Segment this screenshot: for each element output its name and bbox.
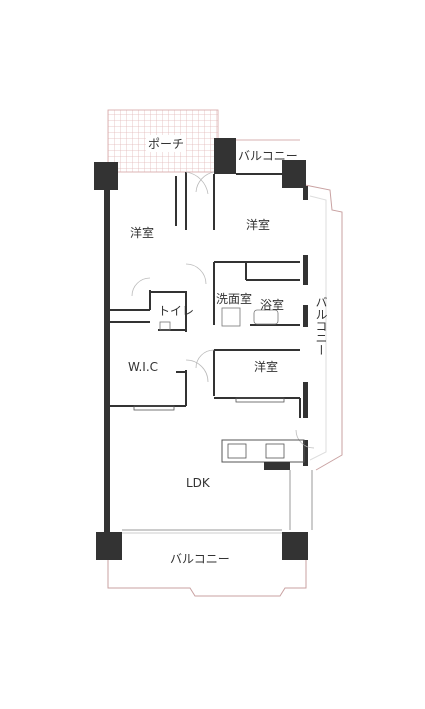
wall-right-segment-2: [303, 255, 308, 285]
balcony-right-inner: [309, 195, 327, 461]
column-top-right: [282, 160, 306, 188]
label-western-room-1: 洋室: [130, 226, 155, 240]
wall-right-segment-3: [303, 305, 308, 327]
bathtub: [253, 309, 279, 325]
label-wic: W.I.C: [128, 360, 159, 374]
label-balcony-top: バルコニー: [238, 149, 298, 163]
label-western-room-3: 洋室: [254, 360, 279, 374]
kitchen-counter: [221, 439, 305, 463]
wic-shelf: [133, 405, 175, 411]
wall-left: [104, 178, 110, 534]
label-ldk: LDK: [186, 476, 210, 490]
kitchen-unit: [264, 462, 290, 470]
column-top-mid: [214, 138, 236, 174]
toilet-fixture: [159, 321, 171, 331]
kitchen-sink: [227, 443, 247, 459]
door-swings: [131, 171, 315, 449]
room-right-closet: [235, 397, 285, 403]
label-washroom: 洗面室: [216, 292, 253, 306]
balcony-right-outline: [304, 184, 343, 471]
column-bottom-right: [282, 532, 308, 560]
column-top-left: [94, 162, 118, 190]
label-toilet: トイレ: [158, 304, 195, 318]
washbasin: [221, 307, 241, 327]
kitchen-stove: [265, 443, 285, 459]
balcony-bottom-outline: [107, 560, 307, 597]
label-western-room-2: 洋室: [246, 218, 271, 232]
wall-right-segment-5: [303, 440, 308, 466]
label-balcony-right: バルコニー: [314, 296, 328, 356]
label-balcony-bottom: バルコニー: [170, 552, 230, 566]
wall-right-segment-1: [303, 186, 308, 200]
label-porch: ポーチ: [146, 135, 187, 152]
wall-right-segment-4: [303, 382, 308, 418]
interior-walls: [110, 172, 301, 418]
label-bathroom: 浴室: [260, 298, 285, 312]
column-bottom-left: [96, 532, 122, 560]
